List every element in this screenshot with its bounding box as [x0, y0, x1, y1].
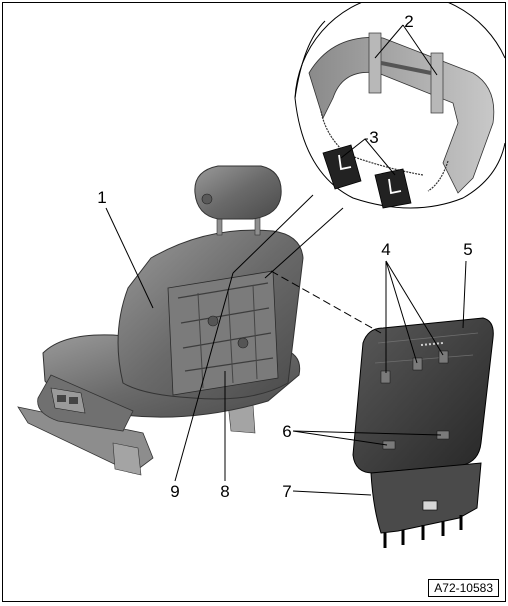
- seat: [17, 165, 304, 476]
- callout-2: 2: [404, 12, 413, 31]
- callout-3: 3: [369, 128, 378, 147]
- callout-5: 5: [463, 240, 472, 259]
- detail-magnifier: [294, 3, 506, 209]
- leader-lines: [105, 24, 467, 496]
- callout-7: 7: [282, 482, 291, 501]
- callout-8: 8: [220, 482, 229, 501]
- callout-1: 1: [97, 188, 106, 207]
- callout-9: 9: [170, 482, 179, 501]
- callout-6: 6: [282, 422, 291, 441]
- backrest-panel: [352, 317, 494, 548]
- seat-diagram: 1 2 3 4 5 6 7 8 9: [17, 3, 506, 548]
- reference-code: A72-10583: [428, 579, 499, 597]
- callout-4: 4: [381, 240, 390, 259]
